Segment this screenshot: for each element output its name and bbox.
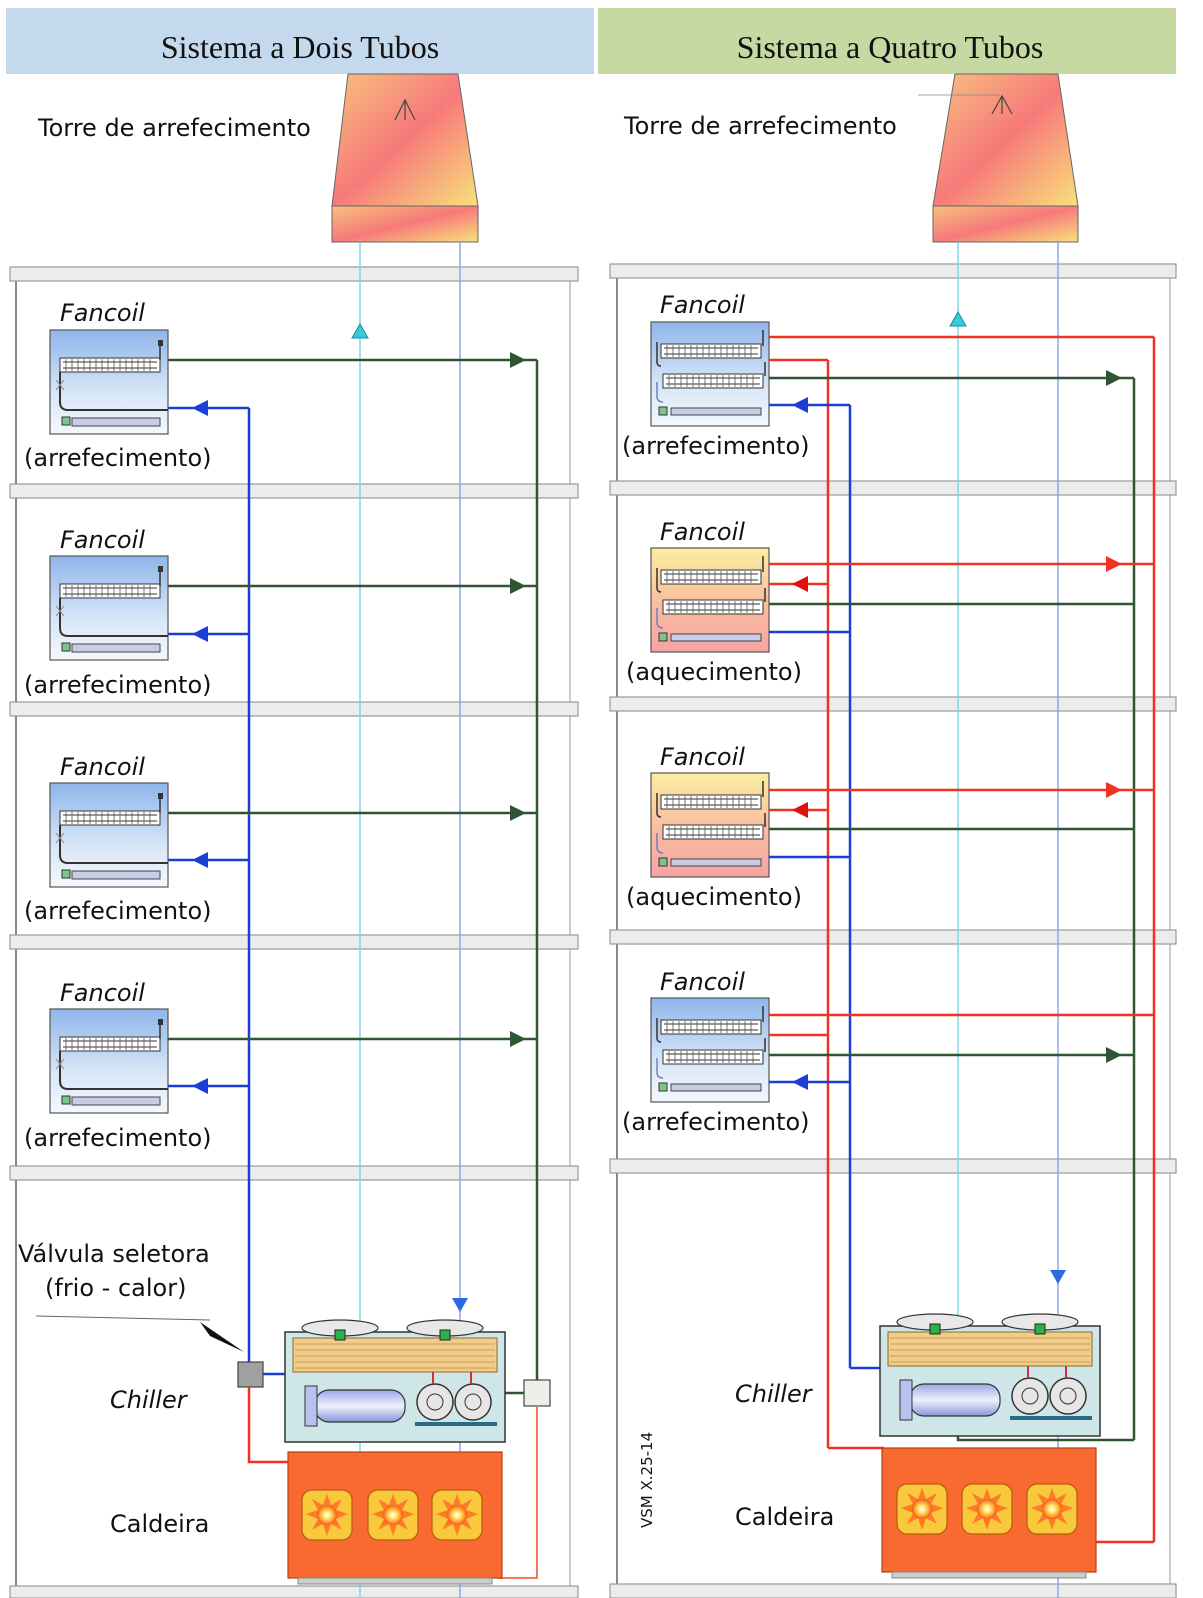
fancoil-unit: Fancoil (aquecimento) <box>626 518 1154 686</box>
fancoil-mode: (arrefecimento) <box>24 897 212 925</box>
fancoil-title: Fancoil <box>660 968 745 996</box>
fancoil-mode: (arrefecimento) <box>622 1108 810 1136</box>
valve-label: Válvula seletora <box>18 1240 210 1268</box>
fancoil-mode: (arrefecimento) <box>24 444 212 472</box>
chiller-label: Chiller <box>110 1386 189 1414</box>
valve-label-sub: (frio - calor) <box>45 1274 186 1302</box>
fancoil-mode: (arrefecimento) <box>24 1124 212 1152</box>
floor-slab <box>9 266 579 282</box>
tower-label: Torre de arrefecimento <box>37 114 311 142</box>
cooling-tower-icon <box>918 73 1079 243</box>
chiller-label: Chiller <box>735 1380 814 1408</box>
fancoil-mode: (aquecimento) <box>626 658 802 686</box>
right-panel: Torre de arrefecimento Fancoil (arrefeci… <box>609 73 1177 1598</box>
floor-slab <box>609 480 1177 496</box>
fancoil-unit: Fancoil (arrefecimento) <box>24 979 537 1152</box>
fancoil-unit: Fancoil (arrefecimento) <box>24 753 537 925</box>
selector-valve-icon <box>237 1361 264 1388</box>
floor-slab <box>9 701 579 717</box>
floor-slab <box>609 263 1177 279</box>
reference-code: VSM X.25-14 <box>638 1432 656 1528</box>
floor-slab <box>9 1165 579 1181</box>
right-header-bar <box>598 8 1176 74</box>
selector-valve-icon <box>523 1379 551 1407</box>
fancoil-title: Fancoil <box>60 979 145 1007</box>
fancoil-title: Fancoil <box>660 518 745 546</box>
fancoil-unit: Fancoil (arrefecimento) <box>24 526 537 699</box>
fancoil-mode: (arrefecimento) <box>24 671 212 699</box>
fancoil-title: Fancoil <box>60 299 145 327</box>
fancoil-unit: Fancoil (aquecimento) <box>626 743 1154 911</box>
fancoil-title: Fancoil <box>60 526 145 554</box>
floor-slab <box>609 929 1177 945</box>
floor-slab <box>609 696 1177 712</box>
floor-slab <box>609 1583 1177 1598</box>
left-title: Sistema a Dois Tubos <box>161 29 439 65</box>
fancoil-title: Fancoil <box>660 291 745 319</box>
floor-slab <box>609 1158 1177 1174</box>
fancoil-title: Fancoil <box>660 743 745 771</box>
boiler-icon <box>881 1447 1097 1579</box>
tower-label: Torre de arrefecimento <box>623 112 897 140</box>
fancoil-mode: (aquecimento) <box>626 883 802 911</box>
left-panel: Torre de arrefecimento Fancoil (arrefeci… <box>9 73 579 1598</box>
left-header-bar <box>6 8 594 74</box>
cooling-tower-icon <box>331 73 479 243</box>
boiler-label: Caldeira <box>735 1503 834 1531</box>
right-title: Sistema a Quatro Tubos <box>737 29 1044 65</box>
fancoil-unit: Fancoil (arrefecimento) <box>622 968 1154 1136</box>
fancoil-unit: Fancoil (arrefecimento) <box>622 291 1154 460</box>
pointer-arrow-icon <box>200 1322 244 1352</box>
fancoil-title: Fancoil <box>60 753 145 781</box>
fancoil-unit: Fancoil (arrefecimento) <box>24 299 537 472</box>
floor-slab <box>9 483 579 499</box>
floor-slab <box>9 1585 579 1598</box>
boiler-icon <box>287 1451 503 1585</box>
fancoil-mode: (arrefecimento) <box>622 432 810 460</box>
boiler-label: Caldeira <box>110 1510 209 1538</box>
floor-slab <box>9 934 579 950</box>
